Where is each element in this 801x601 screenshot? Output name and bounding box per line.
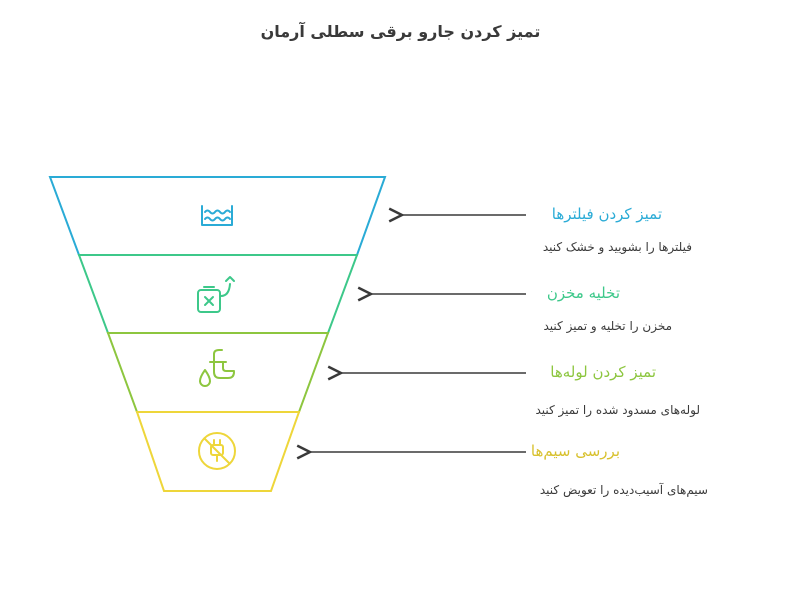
step-title-1: تمیز کردن فیلترها: [551, 205, 662, 223]
diagram-title: تمیز کردن جارو برقی سطلی آرمان: [260, 22, 541, 41]
funnel-band-4: [135, 411, 301, 492]
step-desc-3: لوله‌های مسدود شده را تمیز کنید: [535, 403, 700, 417]
step-desc-1: فیلترها را بشویید و خشک کنید: [542, 240, 692, 254]
empty-container-icon: [197, 276, 235, 313]
step-title-2: تخلیه مخزن: [546, 284, 620, 302]
funnel-band-1: [48, 176, 387, 256]
no-plug-icon: [198, 432, 236, 470]
step-title-3: تمیز کردن لوله‌ها: [550, 363, 656, 381]
sink-pipe-icon: [199, 349, 235, 387]
step-desc-2: مخزن را تخلیه و تمیز کنید: [543, 319, 673, 333]
step-title-4: بررسی سیم‌ها: [530, 442, 620, 460]
step-desc-4: سیم‌های آسیب‌دیده را تعویض کنید: [539, 483, 708, 497]
water-icon: [201, 205, 233, 226]
funnel-band-2: [77, 254, 359, 334]
funnel-band-3: [106, 332, 330, 413]
